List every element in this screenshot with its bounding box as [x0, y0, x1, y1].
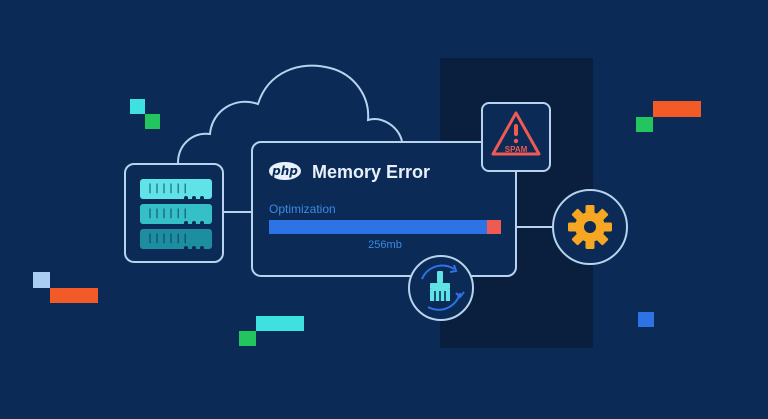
server-unit: |||||| — [140, 179, 212, 200]
cleanup-action — [408, 255, 474, 321]
server-unit: |||||| — [140, 204, 212, 225]
memory-value: 256mb — [368, 239, 402, 251]
spam-label: SPAM — [505, 145, 528, 154]
pixel-light-blue — [33, 272, 50, 288]
optimization-label: Optimization — [269, 202, 336, 216]
server-rack-icon: |||||| |||||| |||||| — [124, 163, 224, 263]
warning-triangle-icon: SPAM — [491, 111, 541, 156]
pixel-green — [636, 117, 653, 132]
gear-settings — [552, 189, 628, 265]
pixel-orange — [50, 288, 98, 303]
php-logo: php — [269, 162, 301, 180]
memory-progress-bar — [269, 220, 501, 234]
pixel-green — [145, 114, 160, 129]
pixel-blue — [638, 312, 654, 327]
broom-cleanup-icon — [421, 264, 465, 311]
memory-error-card: php Memory Error Optimization 256mb — [251, 141, 517, 277]
gear-icon — [568, 205, 612, 249]
server-unit: |||||| — [140, 229, 212, 250]
spam-alert: SPAM — [481, 102, 551, 172]
card-title: Memory Error — [312, 162, 431, 182]
cloud-icon — [177, 64, 403, 164]
pixel-orange — [653, 101, 701, 117]
pixel-green — [239, 331, 256, 346]
pixel-cyan — [256, 316, 304, 331]
memory-progress-fill — [269, 220, 488, 234]
pixel-cyan — [130, 99, 145, 114]
